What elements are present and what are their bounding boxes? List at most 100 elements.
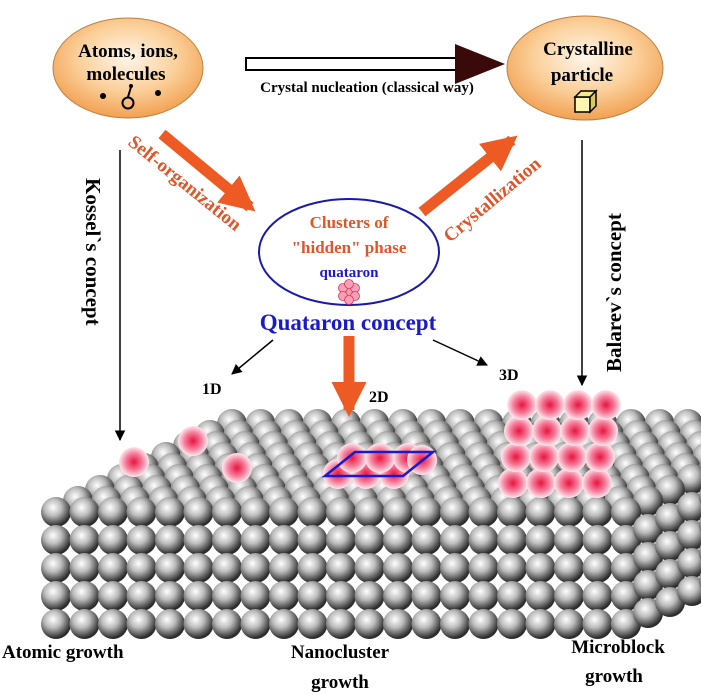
sphere — [468, 497, 499, 527]
sphere — [269, 497, 299, 527]
sphere — [326, 525, 356, 555]
sphere — [155, 581, 185, 611]
sphere — [212, 553, 242, 583]
sphere — [383, 525, 413, 555]
sphere — [468, 525, 499, 555]
sphere — [269, 581, 299, 611]
sphere — [411, 581, 442, 611]
microblock-sphere — [535, 390, 565, 420]
sphere — [41, 497, 71, 527]
sphere — [582, 581, 613, 611]
sphere — [212, 609, 242, 639]
sphere — [525, 581, 556, 611]
sphere — [326, 581, 356, 611]
crystalline-ellipse — [506, 15, 664, 121]
sphere — [554, 581, 584, 611]
microblock-sphere — [526, 468, 556, 498]
sphere — [240, 525, 271, 555]
sphere — [497, 553, 527, 583]
sphere — [41, 609, 71, 639]
arrow-3d — [432, 339, 488, 366]
adatom-sphere — [178, 426, 208, 456]
sphere — [468, 609, 499, 639]
microblock-sphere — [563, 390, 593, 420]
atoms-label-2: molecules — [86, 64, 165, 85]
sphere — [98, 497, 128, 527]
sphere — [440, 609, 470, 639]
label-3d: 3D — [499, 367, 519, 384]
sphere — [69, 525, 100, 555]
sphere — [155, 553, 185, 583]
sphere — [41, 525, 71, 555]
microblock-sphere — [532, 416, 562, 446]
microblock-sphere — [554, 468, 584, 498]
sphere — [126, 553, 157, 583]
sphere — [468, 581, 499, 611]
2d-parallelogram — [321, 450, 437, 478]
nucleation-label: Crystal nucleation (classical way) — [260, 80, 474, 96]
sphere — [440, 581, 470, 611]
sphere — [69, 609, 100, 639]
sphere — [554, 553, 584, 583]
microblock-sphere — [507, 390, 537, 420]
arrow-1d — [231, 339, 274, 375]
sphere — [69, 553, 100, 583]
sphere — [525, 609, 556, 639]
clusters-ellipse — [258, 198, 440, 306]
label-2d: 2D — [369, 389, 389, 406]
sphere — [582, 525, 613, 555]
microblock-sphere — [560, 416, 590, 446]
microblock-sphere — [591, 390, 621, 420]
sphere — [354, 609, 385, 639]
sphere — [212, 525, 242, 555]
microblock-sphere — [582, 468, 612, 498]
sphere — [354, 553, 385, 583]
sphere — [297, 581, 328, 611]
clusters-label-2: "hidden" phase — [292, 238, 407, 257]
sphere — [326, 609, 356, 639]
microblock-growth-label-1: Microblock — [571, 637, 665, 658]
sphere — [126, 525, 157, 555]
sphere — [582, 609, 613, 639]
atomic-growth-label: Atomic growth — [2, 642, 124, 663]
sphere — [297, 553, 328, 583]
sphere — [411, 497, 442, 527]
sphere — [155, 609, 185, 639]
sphere — [126, 497, 157, 527]
sphere — [155, 525, 185, 555]
sphere — [440, 525, 470, 555]
sphere — [497, 497, 527, 527]
sphere — [383, 581, 413, 611]
sphere — [468, 553, 499, 583]
sphere — [554, 609, 584, 639]
sphere — [98, 525, 128, 555]
sphere — [98, 609, 128, 639]
sphere — [297, 525, 328, 555]
adatom-sphere — [119, 447, 149, 477]
sphere — [440, 497, 470, 527]
quataron-cluster-icon — [338, 279, 360, 305]
sphere — [212, 581, 242, 611]
sphere — [269, 609, 299, 639]
sphere — [126, 609, 157, 639]
crystalline-label-1: Crystalline — [543, 39, 633, 60]
sphere — [383, 553, 413, 583]
sphere — [677, 520, 701, 550]
microblock-sphere — [588, 416, 618, 446]
sphere — [440, 553, 470, 583]
nanocluster-growth-label-2: growth — [311, 672, 369, 693]
sphere — [582, 497, 613, 527]
sphere — [383, 609, 413, 639]
sphere — [269, 553, 299, 583]
sphere — [411, 609, 442, 639]
sphere — [525, 497, 556, 527]
kossel-label: Kossel`s concept — [81, 178, 105, 326]
sphere — [183, 553, 214, 583]
microblock-sphere — [585, 442, 615, 472]
sphere — [677, 576, 701, 606]
crystallization-arrow — [418, 135, 518, 217]
microblock-sphere — [557, 442, 587, 472]
self-organization-arrow — [158, 129, 256, 212]
sphere — [183, 525, 214, 555]
